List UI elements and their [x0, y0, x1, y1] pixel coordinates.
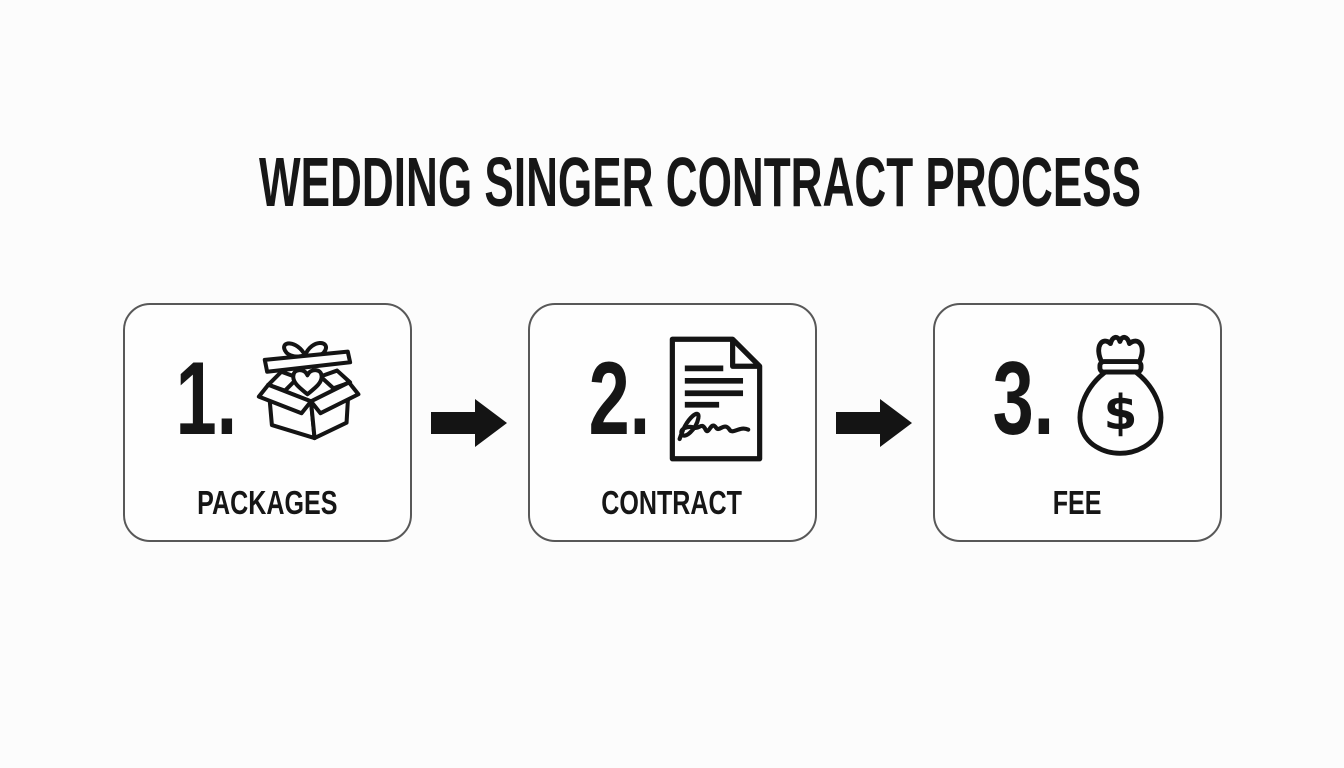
step-card-packages: 1. PACKAGES — [122, 303, 412, 543]
step-number-text: 1. — [175, 341, 237, 458]
step-card-fee: 3. $ FEE — [932, 303, 1222, 543]
page-title-text: WEDDING SINGER CONTRACT PROCESS — [259, 143, 1142, 221]
step-number: 1. — [163, 347, 250, 451]
money-bag-icon: $ — [1068, 332, 1174, 466]
arrow-right-icon — [835, 396, 914, 450]
step-label: PACKAGES — [175, 486, 360, 519]
process-row: 1. PACKAGES — [0, 303, 1344, 543]
step-number: 2. — [576, 347, 663, 451]
step-card-main: 1. — [163, 326, 372, 472]
gift-box-icon — [251, 335, 371, 463]
step-card-contract: 2. CONTRACT — [527, 303, 817, 543]
step-label-text: FEE — [1052, 484, 1102, 522]
step-card-main: 3. $ — [980, 326, 1175, 472]
dollar-sign-glyph: $ — [1104, 385, 1138, 441]
step-label: CONTRACT — [579, 486, 764, 519]
step-label: FEE — [1045, 486, 1109, 519]
step-card-main: 2. — [576, 326, 769, 472]
step-number-text: 2. — [588, 341, 650, 458]
step-number: 3. — [980, 347, 1067, 451]
page-title: WEDDING SINGER CONTRACT PROCESS — [0, 0, 1344, 221]
step-label-text: PACKAGES — [196, 484, 338, 522]
step-number-text: 3. — [992, 341, 1054, 458]
contract-document-icon — [664, 333, 768, 465]
step-label-text: CONTRACT — [601, 484, 743, 522]
arrow-right-icon — [430, 396, 509, 450]
